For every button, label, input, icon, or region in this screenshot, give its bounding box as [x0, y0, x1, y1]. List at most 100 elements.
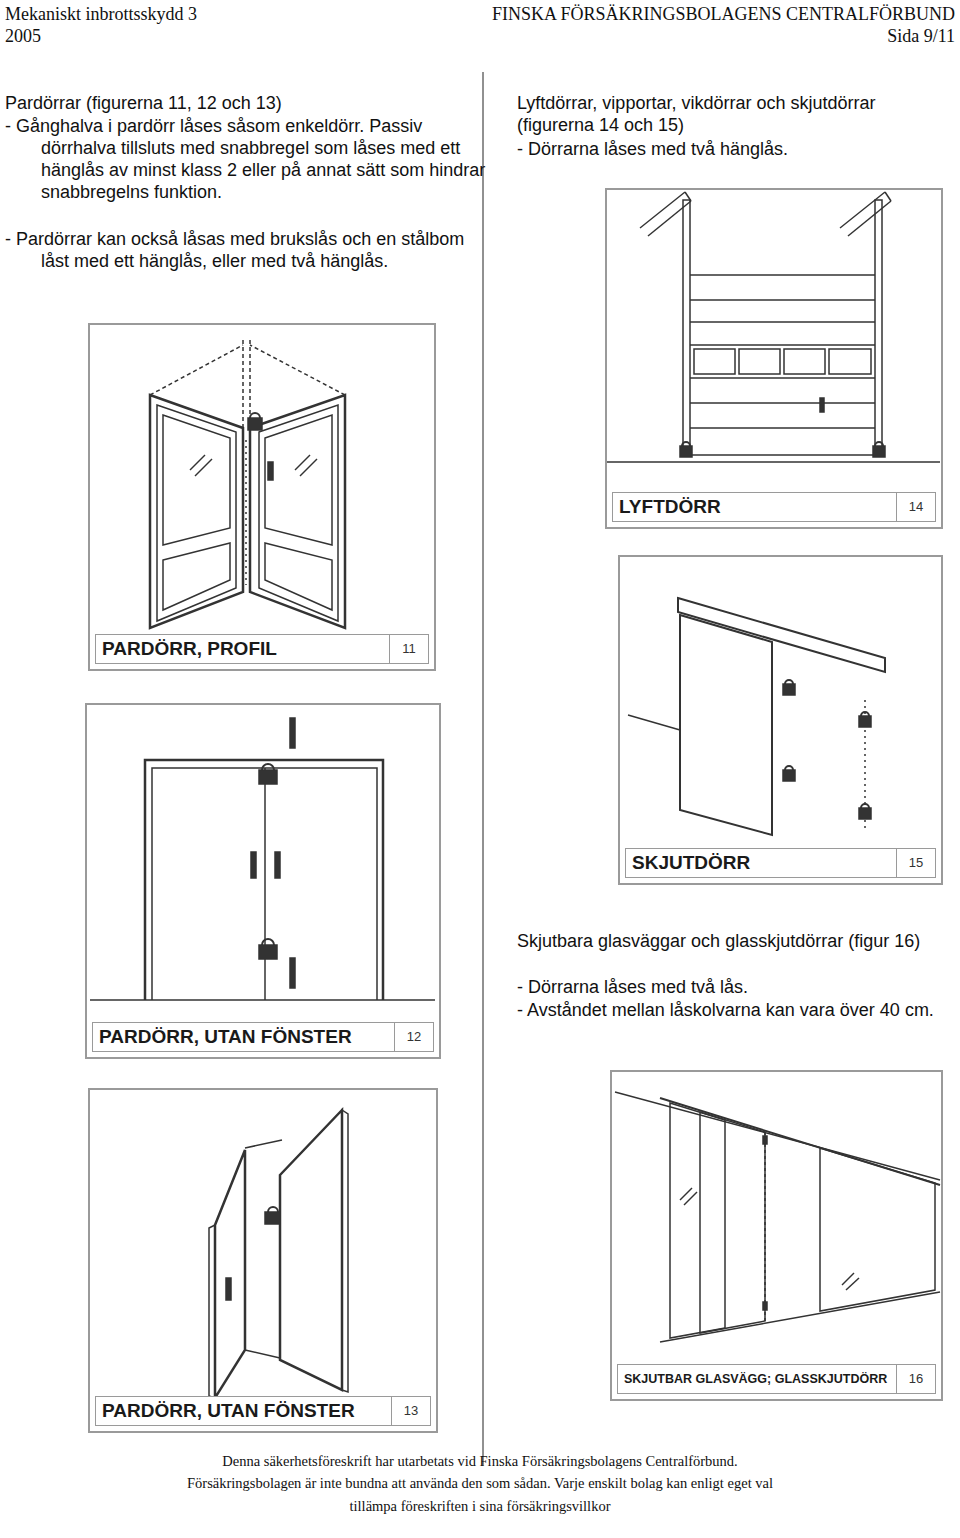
drawing-stroke [251, 852, 256, 878]
drawing-stroke [259, 405, 338, 621]
figure-frame: PARDÖRR, UTAN FÖNSTER 12 [85, 703, 441, 1059]
drawing-stroke [739, 349, 780, 374]
figure-number: 13 [391, 1397, 430, 1425]
drawing-stroke [690, 344, 875, 346]
drawing-stroke [242, 340, 244, 428]
drawing-stroke [145, 760, 383, 1000]
figure-13-drawing [209, 1110, 348, 1398]
drawing-stroke [690, 454, 875, 456]
drawing-stroke [215, 1150, 245, 1398]
drawing-stroke [262, 764, 274, 770]
figure-number: 12 [394, 1023, 433, 1051]
drawing-stroke [684, 1192, 697, 1205]
drawing-stroke [163, 543, 230, 610]
figure-caption: PARDÖRR, PROFIL [102, 635, 277, 663]
drawing-stroke [483, 72, 484, 1466]
drawing-stroke [763, 1136, 767, 1144]
drawing-stroke [648, 201, 691, 236]
section-heading: Lyftdörrar, vipportar, vikdörrar och skj… [517, 92, 957, 136]
drawing-stroke [680, 615, 772, 835]
drawing-stroke [820, 1148, 935, 1311]
figure-11-drawing [150, 340, 345, 628]
figure-16-drawing [615, 1092, 940, 1342]
drawing-stroke [783, 684, 795, 695]
running-header: 2005 [5, 26, 205, 47]
drawing-stroke [690, 321, 875, 323]
page-number: Sida 9/11 [430, 26, 955, 47]
drawing-stroke [152, 768, 377, 1000]
drawing-stroke [846, 1278, 859, 1290]
drawing-stroke [700, 1112, 765, 1333]
figure-caption: LYFTDÖRR [619, 493, 721, 521]
drawing-stroke [265, 1212, 280, 1224]
list-item: - Pardörrar kan också låsas med brukslås… [5, 228, 491, 272]
drawing-stroke [763, 1302, 767, 1310]
caption-bar: PARDÖRR, UTAN FÖNSTER 12 [92, 1022, 434, 1052]
drawing-stroke [690, 427, 875, 429]
drawing-stroke [280, 1110, 342, 1390]
figure-caption: SKJUTDÖRR [632, 849, 750, 877]
drawing-stroke [829, 349, 871, 374]
drawing-stroke [264, 768, 266, 1000]
drawing-stroke [690, 274, 875, 276]
figure-frame: PARDÖRR, UTAN FÖNSTER 13 [88, 1088, 438, 1433]
caption-bar: LYFTDÖRR14 [612, 492, 936, 522]
list-item: - Avståndet mellan låskolvarna kan vara … [517, 999, 960, 1021]
drawing-stroke [259, 770, 277, 784]
figure-number: 15 [896, 849, 935, 877]
caption-bar: PARDÖRR, UTAN FÖNSTER 13 [95, 1396, 431, 1426]
figure-number: 16 [896, 1365, 935, 1393]
figure-12-drawing [90, 718, 435, 1000]
running-header: FINSKA FÖRSÄKRINGSBOLAGENS CENTRALFÖRBUN… [430, 4, 955, 25]
drawing-stroke [275, 852, 280, 878]
footer-text: Denna säkerhetsföreskrift har utarbetats… [0, 1452, 960, 1471]
drawing-stroke [683, 200, 690, 455]
drawing-stroke [690, 299, 875, 301]
drawing-stroke [342, 1110, 348, 1392]
figure-15-drawing [628, 598, 885, 835]
drawing-stroke [885, 192, 891, 201]
drawing-stroke [163, 415, 230, 545]
drawing-stroke [226, 1278, 231, 1300]
drawing-stroke [771, 650, 773, 835]
drawing-stroke [848, 201, 891, 236]
drawing-stroke [690, 377, 875, 379]
drawing-stroke [873, 446, 885, 457]
section-heading: Skjutbara glasväggar och glasskjutdörrar… [517, 930, 957, 952]
drawing-stroke [615, 1092, 940, 1180]
figure-frame: SKJUTDÖRR 15 [618, 555, 943, 885]
drawing-stroke [268, 462, 273, 480]
drawing-stroke [245, 1350, 280, 1358]
figure-number: 11 [389, 635, 428, 663]
drawing-stroke [248, 418, 262, 430]
figure-frame: LYFTDÖRR14 [605, 188, 943, 529]
drawing-stroke [245, 1140, 282, 1148]
column-rules [482, 72, 484, 1466]
drawing-stroke [680, 446, 692, 457]
drawing-stroke [859, 808, 871, 819]
drawing-stroke [265, 543, 332, 610]
figure-caption: PARDÖRR, UTAN FÖNSTER [99, 1023, 352, 1051]
drawing-stroke [262, 939, 274, 945]
running-header: Mekaniskt inbrottsskydd 3 [5, 4, 425, 25]
list-item: - Gånghalva i pardörr låses såsom enkeld… [5, 115, 491, 203]
drawing-stroke [290, 958, 295, 988]
caption-bar: SKJUTBAR GLASVÄGG; GLASSKJUTDÖRR 16 [617, 1364, 936, 1394]
figure-caption: PARDÖRR, UTAN FÖNSTER [102, 1397, 355, 1425]
section-heading: Pardörrar (figurerna 11, 12 och 13) [5, 92, 475, 114]
drawing-stroke [245, 440, 247, 585]
drawing-stroke [250, 395, 345, 628]
drawing-stroke [157, 405, 236, 621]
drawing-stroke [783, 770, 795, 781]
list-item: - Dörrarna låses med två lås. [517, 976, 960, 998]
drawing-stroke [859, 716, 871, 727]
drawing-stroke [820, 398, 824, 412]
figure-caption: SKJUTBAR GLASVÄGG; GLASSKJUTDÖRR [624, 1365, 887, 1393]
drawing-stroke [290, 718, 295, 748]
drawing-stroke [90, 999, 435, 1001]
drawing-stroke [250, 345, 345, 395]
drawing-stroke [690, 402, 875, 404]
drawing-stroke [300, 459, 317, 476]
